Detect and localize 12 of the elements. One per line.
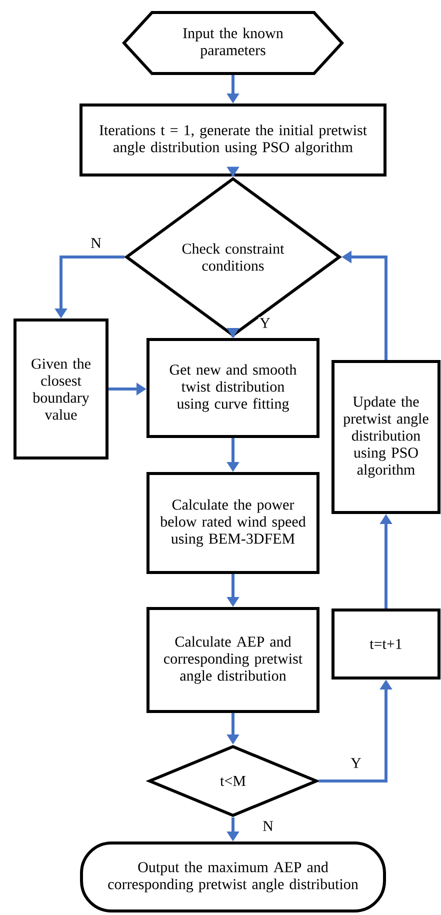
process-box: Calculate AEP and corresponding pretwist angle distribution xyxy=(146,607,320,713)
edge-label: N xyxy=(90,237,102,249)
end-terminal: Output the maximum AEP and corresponding pretwist angle distribution xyxy=(80,842,386,912)
process-box: Update the pretwist angle distribution using PSO algorithm xyxy=(332,360,440,514)
edge-label: Y xyxy=(258,317,272,329)
process-box: Iterations t = 1, generate the initial pretwist angle distribution using PSO algorithm xyxy=(80,104,386,176)
process-box: Calculate the power below rated wind speed using BEM-3DFEM xyxy=(146,472,320,574)
process-box: Given the closest boundary value xyxy=(14,318,108,460)
process-box: Get new and smooth twist distribution using curve fitting xyxy=(146,338,320,438)
process-box: t=t+1 xyxy=(332,608,440,680)
edge-label: N xyxy=(262,820,274,832)
edge-label: Y xyxy=(350,757,362,769)
